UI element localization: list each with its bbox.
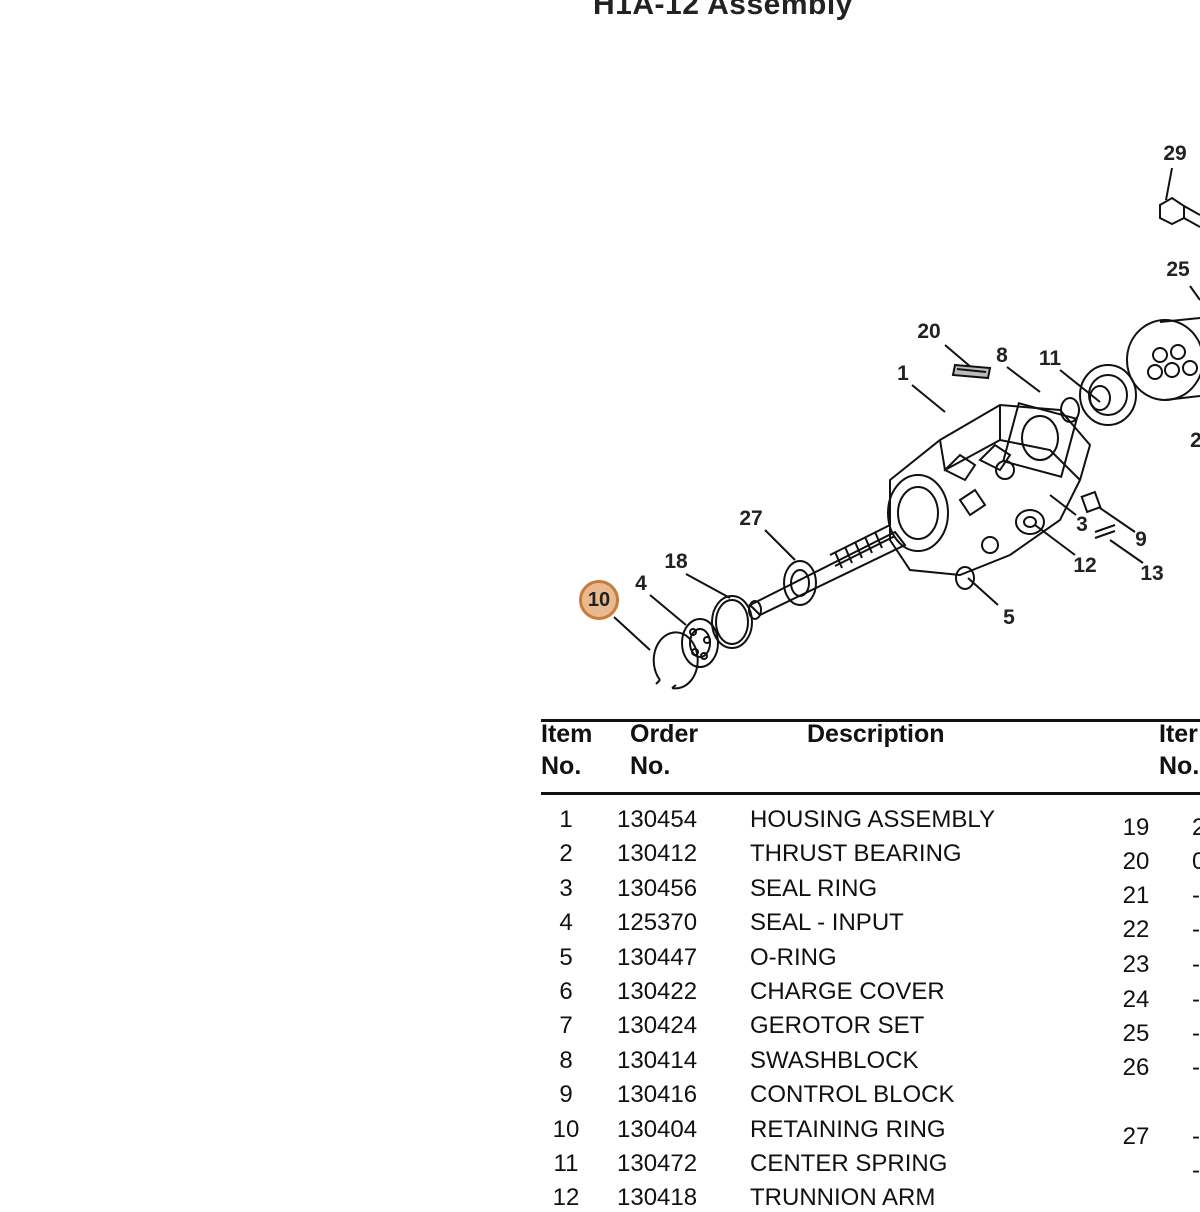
row-3-description: SEAL RING: [750, 874, 878, 902]
assembly-drawing: [613, 167, 1200, 690]
callout-29: 29: [1163, 142, 1187, 165]
callout-8: 8: [996, 344, 1008, 367]
right-order-clipped: -: [1192, 986, 1200, 1013]
row-10-order-number: 130404: [617, 1115, 698, 1143]
callout-3: 3: [1076, 513, 1088, 536]
header-order-no: Order No.: [630, 720, 699, 780]
row-8-description: SWASHBLOCK: [750, 1046, 919, 1074]
row-10-item-number: 10: [552, 1115, 580, 1143]
callout-9: 9: [1135, 528, 1147, 551]
row-6-item-number: 6: [559, 978, 573, 1005]
row-1-description: HOUSING ASSEMBLY: [750, 806, 995, 833]
right-item-number: 25: [1122, 1020, 1150, 1047]
row-1-order-number: 130454: [617, 806, 698, 833]
row-11-description: CENTER SPRING: [750, 1150, 948, 1177]
right-order-clipped: 0: [1192, 848, 1200, 875]
right-item-number: 20: [1122, 848, 1150, 875]
row-5-order-number: 130447: [617, 943, 698, 971]
row-12-description: TRUNNION ARM: [750, 1184, 936, 1212]
right-order-clipped: 2: [1192, 814, 1200, 841]
row-4-description: SEAL - INPUT: [750, 909, 904, 937]
row-2-description: THRUST BEARING: [750, 840, 962, 868]
row-5-description: O-RING: [750, 943, 837, 971]
header-item-no: Item No.: [541, 720, 593, 780]
row-12-order-number: 130418: [617, 1184, 698, 1212]
callout-20: 20: [917, 320, 941, 343]
right-order-clipped: -: [1192, 1123, 1200, 1150]
right-item-number: 24: [1122, 986, 1150, 1013]
right-item-number: 19: [1122, 814, 1150, 841]
row-4-order-number: 125370: [617, 909, 698, 937]
callout-18: 18: [664, 550, 688, 573]
right-item-number: 27: [1122, 1123, 1150, 1150]
callout-12: 12: [1073, 554, 1097, 577]
row-10-description: RETAINING RING: [750, 1115, 946, 1143]
right-item-number: 22: [1122, 916, 1150, 943]
header-item-no-2: Iter No.: [1159, 720, 1200, 780]
page-title: H1A-12 Assembly: [593, 0, 853, 21]
right-order-clipped: -: [1192, 1157, 1200, 1184]
callout-1: 1: [897, 362, 909, 385]
row-7-description: GEROTOR SET: [750, 1012, 925, 1040]
callout-10-highlighted[interactable]: 10: [579, 580, 619, 620]
right-order-clipped: -: [1192, 951, 1200, 978]
right-order-clipped: -: [1192, 916, 1200, 943]
row-9-item-number: 9: [559, 1081, 573, 1109]
callout-5: 5: [1003, 606, 1015, 629]
callout-11: 11: [1038, 347, 1062, 370]
row-9-description: CONTROL BLOCK: [750, 1081, 955, 1109]
callout-2: 2: [1190, 429, 1200, 452]
row-2-item-number: 2: [559, 840, 573, 868]
row-7-item-number: 7: [559, 1012, 573, 1040]
row-8-order-number: 130414: [617, 1046, 698, 1074]
row-12-item-number: 12: [552, 1184, 580, 1212]
callout-25: 25: [1166, 258, 1190, 281]
right-order-clipped: -: [1192, 1020, 1200, 1047]
row-8-item-number: 8: [559, 1046, 573, 1074]
table-top-rule: [541, 719, 1200, 722]
row-1-item-number: 1: [559, 806, 573, 833]
right-order-clipped: -: [1192, 1054, 1200, 1081]
header-description: Description: [807, 720, 945, 748]
right-item-number: 21: [1122, 882, 1150, 909]
table-header-rule: [541, 792, 1200, 795]
row-9-order-number: 130416: [617, 1081, 698, 1109]
right-item-number: 23: [1122, 951, 1150, 978]
callout-27: 27: [739, 507, 763, 530]
exploded-assembly-diagram: 29 25 20 8 11 1 2 27 3 9 18 12 13 4 10 5: [579, 142, 1200, 690]
callout-4: 4: [635, 572, 647, 595]
row-6-order-number: 130422: [617, 978, 698, 1005]
row-6-description: CHARGE COVER: [750, 978, 945, 1005]
callout-13: 13: [1140, 562, 1164, 585]
row-5-item-number: 5: [559, 943, 573, 971]
row-4-item-number: 4: [559, 909, 573, 937]
row-2-order-number: 130412: [617, 840, 698, 868]
row-7-order-number: 130424: [617, 1012, 698, 1040]
row-11-order-number: 130472: [617, 1150, 698, 1177]
row-3-item-number: 3: [559, 874, 573, 902]
row-3-order-number: 130456: [617, 874, 698, 902]
row-11-item-number: 11: [553, 1150, 579, 1177]
right-order-clipped: -: [1192, 882, 1200, 909]
right-item-number: 26: [1122, 1054, 1150, 1081]
